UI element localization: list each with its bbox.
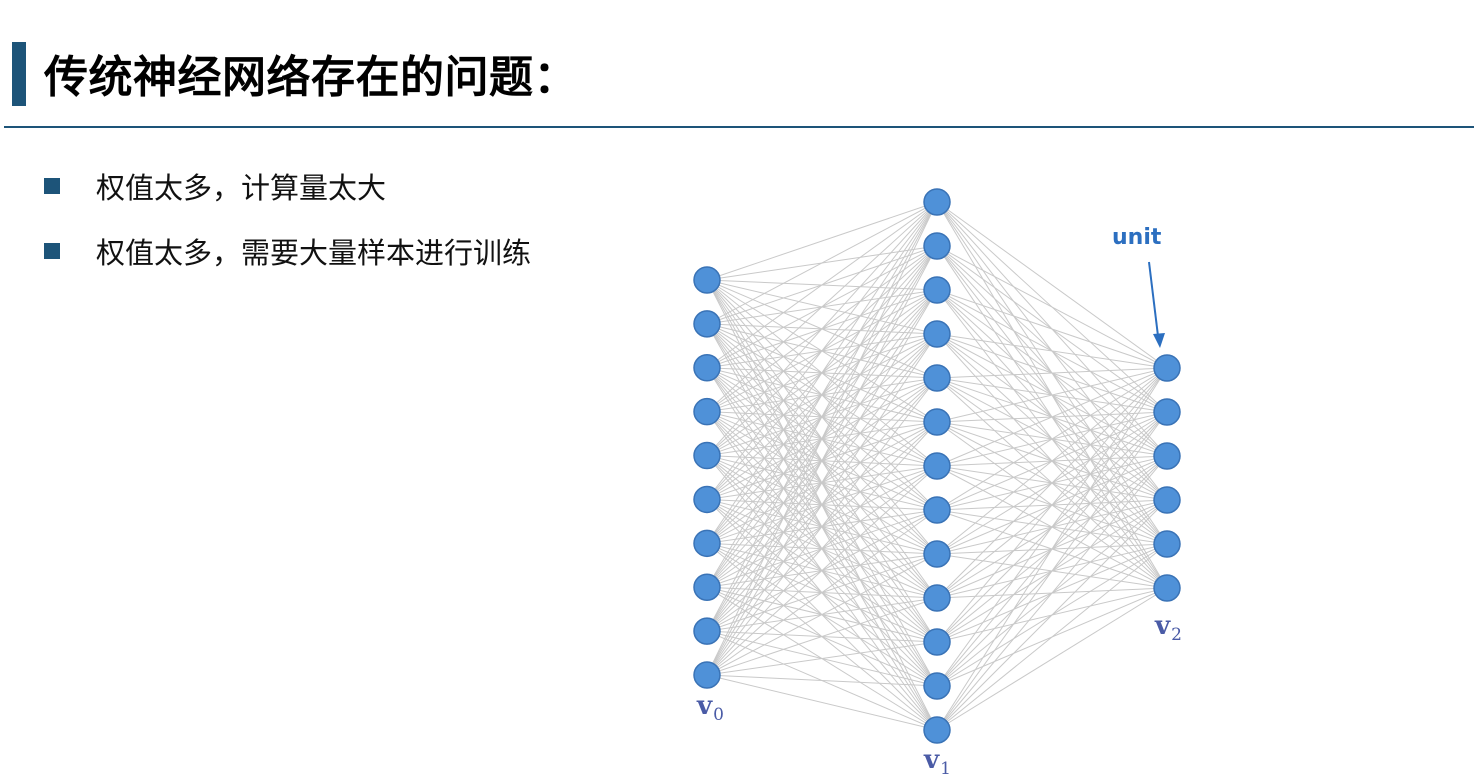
layer-1-unit xyxy=(923,364,951,392)
connection-line xyxy=(706,421,938,676)
connection-line xyxy=(706,245,938,676)
layer-label-v2: v2 xyxy=(1154,611,1182,645)
layer-0-unit xyxy=(693,485,721,514)
bullet-text: 权值太多，计算量太大 xyxy=(96,171,387,205)
units xyxy=(693,188,1181,744)
layer-1-unit xyxy=(923,408,951,436)
layer-0-unit xyxy=(693,310,721,338)
layer-label-v1: v1 xyxy=(923,745,951,779)
layer-2-unit xyxy=(1153,530,1181,558)
connection-line xyxy=(706,377,938,676)
layer-1-unit xyxy=(923,276,951,304)
layer-2-unit xyxy=(1153,442,1181,470)
layer-2-unit xyxy=(1153,574,1181,602)
connection-line xyxy=(706,201,938,500)
connection-line xyxy=(936,367,1168,511)
layer-0-unit xyxy=(693,573,721,601)
unit-annotation: unit xyxy=(1112,225,1165,348)
connection-line xyxy=(706,201,938,588)
connection-line xyxy=(936,367,1168,599)
connections xyxy=(706,201,1168,731)
layer-0-unit xyxy=(693,441,721,470)
connection-line xyxy=(936,201,1168,369)
connection-line xyxy=(936,455,1168,731)
layer-0-unit xyxy=(693,529,721,558)
layer-labels: v0 v1 v2 xyxy=(696,611,1182,779)
annotation-arrow xyxy=(1148,261,1159,337)
bullet-list: 权值太多，计算量太大 权值太多，需要大量样本进行训练 xyxy=(44,166,531,296)
connection-line xyxy=(706,333,938,676)
connection-line xyxy=(936,289,1168,369)
connection-line xyxy=(936,367,1168,731)
layer-1-unit xyxy=(923,716,951,744)
connection-line xyxy=(706,465,938,676)
bullet-text: 权值太多，需要大量样本进行训练 xyxy=(96,236,532,270)
layer-1-unit xyxy=(923,452,951,480)
connection-line xyxy=(706,674,938,687)
layer-1-unit xyxy=(923,496,951,524)
layer-0-unit xyxy=(693,397,721,426)
connection-line xyxy=(706,289,938,676)
layer-1-unit xyxy=(923,628,951,656)
connection-line xyxy=(936,367,1168,379)
arrow-head-icon xyxy=(1153,333,1165,348)
connection-line xyxy=(706,509,938,676)
layer-1-unit xyxy=(923,320,951,348)
connection-line xyxy=(706,201,938,325)
bullet-item: 权值太多，需要大量样本进行训练 xyxy=(44,231,531,271)
connection-line xyxy=(706,201,938,281)
annotation-label: unit xyxy=(1112,225,1162,250)
square-bullet-icon xyxy=(44,178,60,194)
connection-line xyxy=(936,543,1168,731)
connection-line xyxy=(936,367,1168,555)
bullet-item: 权值太多，计算量太大 xyxy=(44,166,531,206)
slide-title: 传统神经网络存在的问题： xyxy=(44,52,578,103)
layer-0-unit xyxy=(693,617,721,645)
layer-2-unit xyxy=(1153,486,1181,514)
connection-line xyxy=(706,597,938,676)
title-accent-bar xyxy=(12,42,26,106)
connection-line xyxy=(936,499,1168,731)
layer-0-unit xyxy=(693,354,721,382)
layer-0-unit xyxy=(693,266,721,294)
layer-1-unit xyxy=(923,232,951,260)
layer-label-v0: v0 xyxy=(696,691,724,725)
layer-2-unit xyxy=(1153,398,1181,426)
connection-line xyxy=(706,553,938,676)
layer-0-unit xyxy=(693,661,721,689)
connection-line xyxy=(706,674,938,731)
layer-1-unit xyxy=(923,540,951,568)
layer-1-unit xyxy=(923,584,951,612)
connection-line xyxy=(706,201,938,413)
connection-line xyxy=(936,367,1168,687)
connection-line xyxy=(706,201,938,632)
connection-line xyxy=(936,333,1168,369)
layer-1-unit xyxy=(923,188,951,216)
connection-line xyxy=(936,587,1168,731)
connection-line xyxy=(706,201,938,676)
connection-line xyxy=(936,367,1168,643)
connection-line xyxy=(706,641,938,676)
layer-1-unit xyxy=(923,672,951,700)
square-bullet-icon xyxy=(44,243,60,259)
title-divider xyxy=(4,126,1474,128)
layer-2-unit xyxy=(1153,354,1181,382)
connection-line xyxy=(936,367,1168,423)
connection-line xyxy=(706,201,938,456)
connection-line xyxy=(706,201,938,369)
connection-line xyxy=(936,245,1168,369)
connection-line xyxy=(936,411,1168,731)
connection-line xyxy=(706,201,938,544)
connection-line xyxy=(936,367,1168,467)
